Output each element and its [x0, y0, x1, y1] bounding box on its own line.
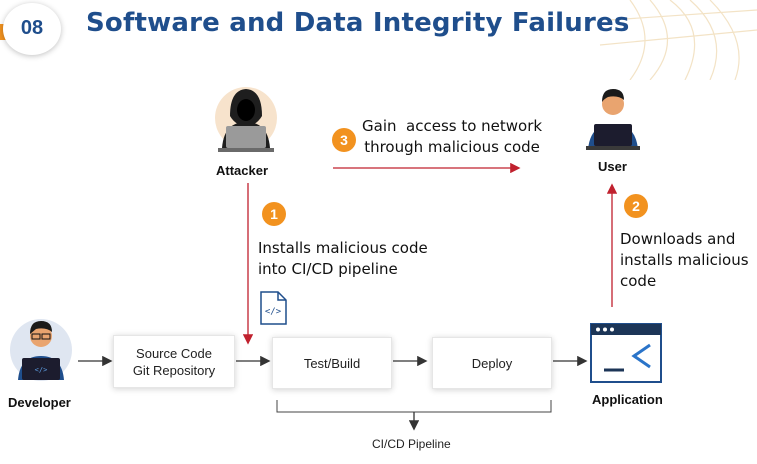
pipeline-group-label: CI/CD Pipeline: [372, 437, 451, 451]
step-2-text: Downloads and installs malicious code: [620, 230, 749, 290]
step-3-text: Gain access to network through malicious…: [362, 117, 543, 156]
svg-text:</>: </>: [35, 366, 48, 374]
section-number: 08: [20, 17, 44, 39]
application-window-icon: [590, 323, 662, 383]
step-1-badge: 1: [262, 202, 286, 226]
attacker-label: Attacker: [216, 163, 269, 178]
step-1-text: Installs malicious code into CI/CD pipel…: [258, 239, 428, 278]
source-code-box: Source Code Git Repository: [113, 335, 235, 388]
pipeline-bracket: [276, 400, 552, 413]
user-label: User: [598, 159, 627, 174]
developer-icon: </>: [10, 319, 72, 381]
developer-label: Developer: [8, 395, 71, 410]
decorative-lines: [599, 0, 757, 80]
user-icon: [586, 89, 640, 150]
page-title: Software and Data Integrity Failures: [86, 8, 630, 38]
application-label: Application: [592, 392, 663, 407]
step-2-badge: 2: [624, 194, 648, 218]
svg-text:</>: </>: [265, 307, 282, 317]
section-badge: 08: [0, 0, 70, 58]
step-3-badge: 3: [332, 128, 356, 152]
code-file-icon: </>: [260, 291, 287, 325]
deploy-box: Deploy: [432, 337, 552, 389]
test-build-box: Test/Build: [272, 337, 392, 389]
attacker-icon: [215, 87, 277, 152]
